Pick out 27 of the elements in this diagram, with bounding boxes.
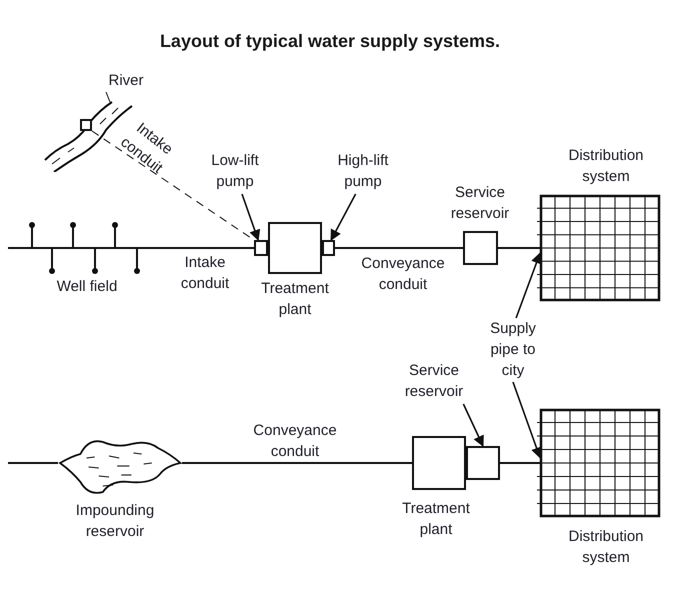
label-text: Well field <box>56 277 118 297</box>
title: Layout of typical water supply systems. <box>158 30 502 53</box>
label-text: Supply pipe to city <box>489 319 537 381</box>
label-text: Impounding reservoir <box>74 501 156 542</box>
pipe-line <box>335 247 463 249</box>
label-text: Service reservoir <box>404 361 464 402</box>
label-text: Treatment plant <box>260 279 330 320</box>
pipe-line <box>500 462 540 464</box>
pipe-line <box>8 462 58 464</box>
label-text: Distribution system <box>567 527 645 568</box>
arrow <box>330 194 356 241</box>
label-text: River <box>107 71 144 91</box>
label-text: Low-lift pump <box>210 151 260 192</box>
arrow <box>512 382 542 459</box>
label-text: Treatment plant <box>401 499 471 540</box>
arrow <box>515 252 542 318</box>
pipe-line <box>150 247 254 249</box>
label-text: High-lift pump <box>336 151 390 192</box>
pipe-line <box>498 247 540 249</box>
arrow <box>462 404 484 448</box>
pipe-line <box>182 462 412 464</box>
label-text: Service reservoir <box>450 183 510 224</box>
edge-label: Intake conduit <box>180 253 230 294</box>
label-text: Distribution system <box>567 146 645 187</box>
arrow <box>241 194 260 242</box>
edge-label: Conveyance conduit <box>252 421 338 462</box>
edge-label: Conveyance conduit <box>360 254 446 295</box>
